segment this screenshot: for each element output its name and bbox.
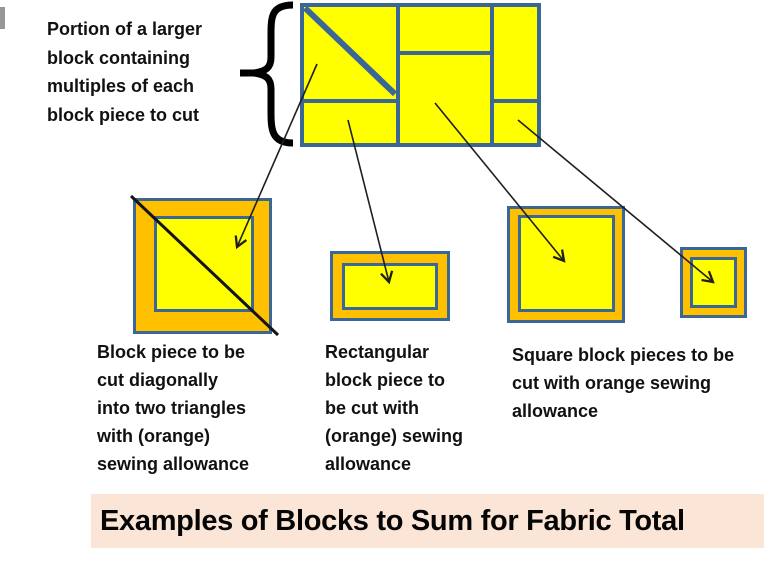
master-cell-right-small-square [494, 103, 537, 143]
intro-line: multiples of each [47, 76, 195, 96]
label-line: into two triangles [97, 398, 247, 418]
label-line: cut diagonally [97, 370, 219, 390]
curly-brace [253, 1, 294, 147]
square-block-piece-large [507, 206, 625, 323]
label-line: allowance [325, 454, 412, 474]
label-line: with (orange) [97, 426, 210, 446]
master-block [300, 3, 541, 147]
slide-title: Examples of Blocks to Sum for Fabric Tot… [100, 505, 685, 537]
square-pieces-label: Square block pieces to be cut with orang… [512, 341, 734, 425]
master-cell-bottom-left-rect [304, 103, 396, 143]
rectangle-piece-label: Rectangular block piece to be cut with (… [325, 338, 463, 478]
rectangle-block-piece [330, 251, 450, 321]
master-cell-top-middle-rect [400, 7, 490, 51]
label-line: Rectangular [325, 342, 430, 362]
intro-line: block piece to cut [47, 104, 200, 125]
triangle-block-piece-fabric [154, 216, 254, 312]
master-cell-middle-square [400, 55, 490, 143]
label-line: sewing allowance [97, 454, 250, 474]
label-line: Block piece to be [97, 342, 246, 362]
rectangle-block-piece-fabric [342, 263, 438, 310]
intro-annotation: Portion of a larger block containing mul… [47, 15, 257, 129]
square-block-piece-small [680, 247, 747, 318]
master-cell-triangle-square [304, 7, 396, 99]
square-block-piece-large-fabric [518, 215, 615, 312]
label-line: be cut with [325, 398, 419, 418]
intro-line: Portion of a larger [47, 19, 203, 39]
triangle-block-piece [133, 198, 272, 334]
label-line: (orange) sewing [325, 426, 464, 446]
scan-artifact [0, 7, 5, 29]
square-block-piece-small-fabric [690, 257, 737, 308]
master-cell-right-tall-rect [494, 7, 537, 99]
label-line: allowance [512, 401, 599, 421]
label-line: cut with orange sewing [512, 373, 712, 393]
title-bar: Examples of Blocks to Sum for Fabric Tot… [91, 494, 764, 548]
label-line: Square block pieces to be [512, 345, 735, 365]
intro-line: block containing [47, 47, 191, 68]
label-line: block piece to [325, 370, 446, 390]
triangle-piece-label: Block piece to be cut diagonally into tw… [97, 338, 249, 478]
